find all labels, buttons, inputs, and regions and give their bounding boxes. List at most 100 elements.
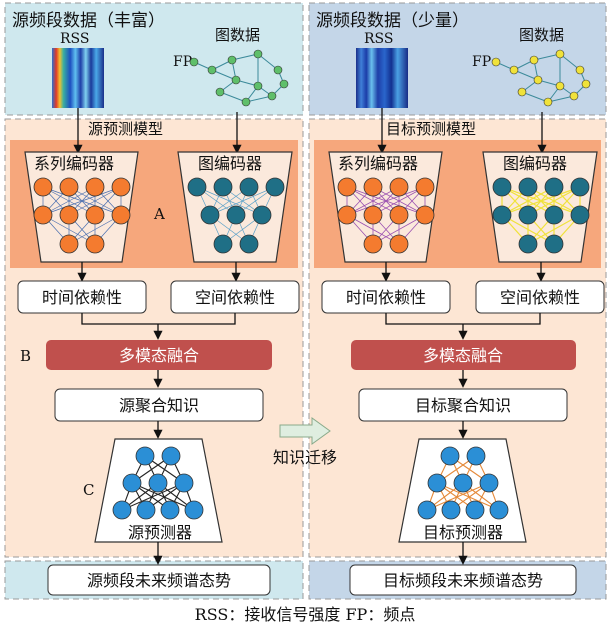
right-predictor-node xyxy=(441,500,461,520)
left-merge-lines xyxy=(81,313,236,338)
right-graph-encoder-edge xyxy=(527,214,581,245)
right-graph-node xyxy=(517,87,527,97)
left-rss-spectrogram xyxy=(52,48,104,108)
left-series-encoder-edge xyxy=(68,186,122,216)
transfer-label: 知识迁移 xyxy=(273,448,337,467)
right-graph-node xyxy=(491,57,501,67)
right-graph-encoder-label: 图编码器 xyxy=(503,154,567,173)
right-series-encoder-edge xyxy=(372,186,426,216)
right-predictor-node xyxy=(440,446,460,466)
right-graph-node xyxy=(529,55,539,65)
left-series-encoder-node xyxy=(59,177,79,197)
left-predictor-node xyxy=(148,473,168,493)
right-series-encoder-node xyxy=(337,205,357,225)
left-graph-node xyxy=(241,97,251,107)
right-predictor-node xyxy=(479,473,499,493)
left-graph-node xyxy=(189,57,199,67)
left-graph-node xyxy=(253,49,263,59)
right-output-label: 目标频段未来频谱态势 xyxy=(383,571,543,590)
left-graph-data xyxy=(189,49,289,107)
left-series-encoder xyxy=(24,151,139,263)
right-graph-node xyxy=(509,65,519,75)
left-series-encoder-node xyxy=(111,205,131,225)
right-series-encoder-node xyxy=(389,205,409,225)
right-graph-encoder-edge xyxy=(501,186,555,216)
left-graph-encoder-node xyxy=(213,234,233,254)
right-rss-label: RSS xyxy=(364,31,393,47)
right-series-encoder-label: 系列编码器 xyxy=(338,154,418,173)
right-series-encoder-node xyxy=(337,177,357,197)
left-graph-encoder-node xyxy=(239,234,259,254)
left-graph-node xyxy=(279,79,289,89)
right-predictor-label: 目标预测器 xyxy=(423,523,503,542)
right-graph-edge xyxy=(521,91,549,103)
right-series-encoder-node xyxy=(389,177,409,197)
left-predictor-label: 源预测器 xyxy=(128,523,192,542)
right-header: 源频段数据（少量） xyxy=(316,11,469,31)
right-series-encoder-node xyxy=(363,177,383,197)
right-series-encoder-edge xyxy=(346,186,400,216)
left-rss-label: RSS xyxy=(60,31,89,47)
left-graph-encoder-node xyxy=(226,205,246,225)
right-predictor-node xyxy=(489,500,509,520)
right-predictor-node xyxy=(465,500,485,520)
predictor-networks xyxy=(112,446,509,520)
left-output-label: 源频段未来频谱态势 xyxy=(87,571,231,590)
right-series-encoder-node xyxy=(363,234,383,254)
left-graph-encoder-label: 图编码器 xyxy=(198,154,262,173)
left-graph-encoder-edge xyxy=(209,186,276,216)
right-graph-node xyxy=(569,91,579,101)
left-series-encoder-edge xyxy=(42,186,96,216)
left-graph-edge xyxy=(231,53,259,61)
right-predictor-edge xyxy=(436,482,500,511)
right-temporal-label: 时间依赖性 xyxy=(346,288,426,307)
right-graph-node xyxy=(581,79,591,89)
right-rss-spectrogram xyxy=(356,48,408,108)
left-series-encoder-node xyxy=(33,205,53,225)
left-graph-encoder-node xyxy=(213,177,233,197)
left-graph-label: 图数据 xyxy=(215,26,260,44)
right-graph-node xyxy=(555,49,565,59)
right-predictor-node xyxy=(453,473,473,493)
right-predictor-edge xyxy=(426,482,490,511)
right-fusion-label: 多模态融合 xyxy=(423,346,503,365)
right-series-encoder-edge xyxy=(372,214,426,245)
left-predictor-edge xyxy=(131,482,195,511)
left-graph-node xyxy=(215,87,225,97)
marker-b: B xyxy=(20,347,31,365)
left-predictor-node xyxy=(184,500,204,520)
left-series-encoder-node xyxy=(111,177,131,197)
right-graph-encoder-edge xyxy=(527,186,581,216)
right-graph-encoder-edge xyxy=(501,186,581,216)
right-series-encoder-node xyxy=(389,234,409,254)
left-knowledge-box xyxy=(54,388,264,422)
right-graph-label: 图数据 xyxy=(519,26,564,44)
left-knowledge-label: 源聚合知识 xyxy=(119,396,199,415)
right-graph-encoder-node xyxy=(518,205,538,225)
right-graph-encoder-node xyxy=(570,177,590,197)
right-knowledge-label: 目标聚合知识 xyxy=(415,396,511,415)
footer-legend: RSS：接收信号强度 FP：频点 xyxy=(195,605,416,624)
left-predictor-node xyxy=(161,446,181,466)
left-series-encoder-node xyxy=(33,177,53,197)
right-predictor-node xyxy=(417,500,437,520)
left-graph-node xyxy=(253,81,263,91)
left-graph-edge xyxy=(245,95,273,103)
left-predictor-node xyxy=(112,500,132,520)
left-predictor-node xyxy=(122,473,142,493)
right-model-label: 目标预测模型 xyxy=(386,120,476,138)
right-graph-edge xyxy=(513,69,539,81)
left-series-encoder-edge xyxy=(68,214,122,245)
right-graph-node xyxy=(533,75,543,85)
left-series-encoder-edge xyxy=(42,186,122,216)
left-graph-encoder-node xyxy=(239,177,259,197)
left-predictor-node xyxy=(160,500,180,520)
right-graph-encoder-node xyxy=(544,177,564,197)
right-spatial-label: 空间依赖性 xyxy=(500,288,580,307)
right-output-box xyxy=(349,564,577,596)
right-graph-encoder-node xyxy=(518,234,538,254)
left-graph-encoder-node xyxy=(265,177,285,197)
left-series-encoder-node xyxy=(59,205,79,225)
right-graph-encoder-node xyxy=(492,177,512,197)
right-predictor-node xyxy=(427,473,447,493)
